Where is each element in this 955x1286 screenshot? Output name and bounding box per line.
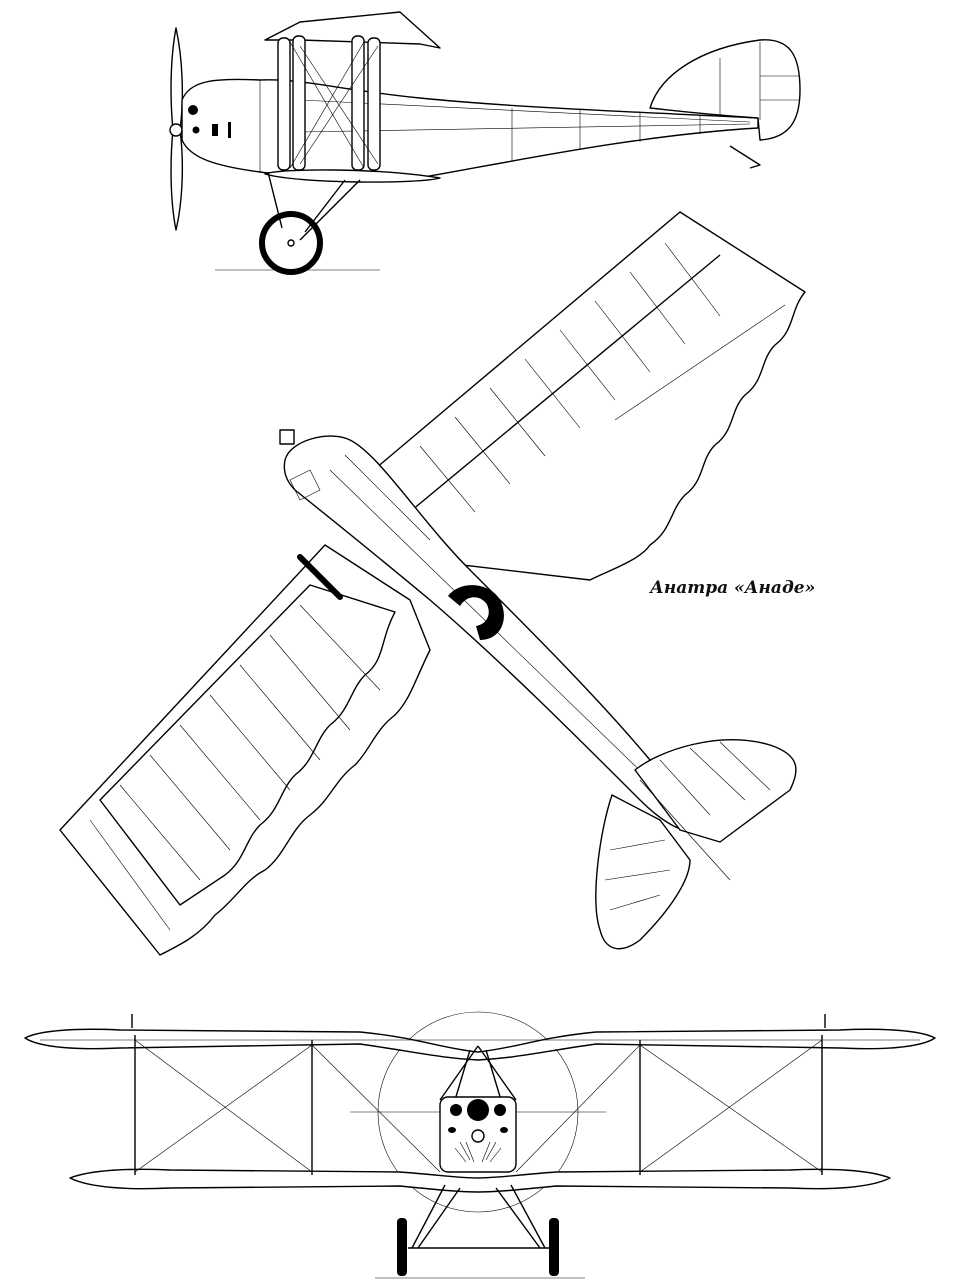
top-cockpit-marking bbox=[448, 585, 504, 640]
front-upper-wing bbox=[24, 1028, 936, 1061]
top-view bbox=[59, 211, 806, 956]
top-tailplane-right bbox=[634, 739, 797, 843]
top-tailplane-left bbox=[595, 794, 691, 950]
drawing-caption: Анатра «Анаде» bbox=[650, 578, 816, 598]
front-lower-wing bbox=[69, 1168, 891, 1193]
side-strut bbox=[277, 37, 291, 171]
side-strut bbox=[367, 37, 381, 171]
side-wheel bbox=[259, 211, 323, 275]
side-tail-skid bbox=[729, 145, 761, 169]
side-view bbox=[169, 11, 801, 275]
front-wheel-right bbox=[549, 1218, 559, 1276]
top-wing-right bbox=[349, 211, 806, 581]
side-strut bbox=[292, 35, 306, 171]
front-view bbox=[24, 1011, 936, 1279]
side-fin-rudder bbox=[649, 39, 801, 141]
top-propeller bbox=[297, 554, 343, 600]
side-strut bbox=[351, 35, 365, 171]
top-wing-left bbox=[59, 544, 431, 956]
side-spinner bbox=[169, 123, 183, 137]
front-wheel-left bbox=[397, 1218, 407, 1276]
